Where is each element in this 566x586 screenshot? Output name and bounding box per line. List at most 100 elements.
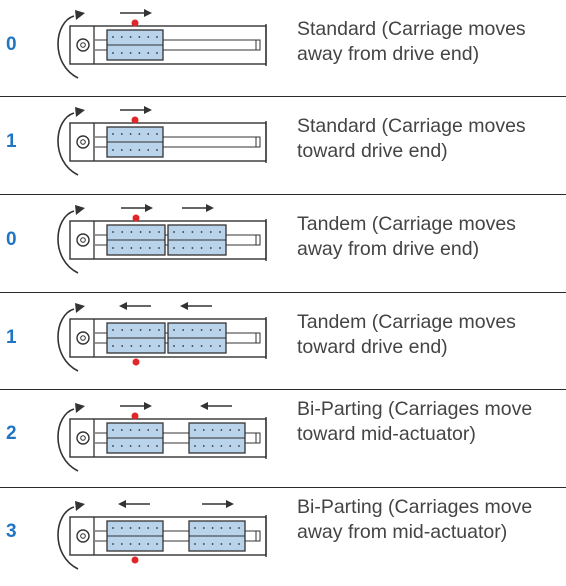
carriage-bolt: [138, 36, 141, 38]
carriage-bolt: [129, 543, 132, 545]
orientation-option: 2 Bi-Parting (Carriages move toward mid-a…: [0, 390, 566, 488]
carriage-bolt: [129, 52, 132, 54]
carriage-bolt: [220, 445, 223, 447]
carriage-bolt: [120, 36, 123, 38]
carriage-bolt: [138, 445, 141, 447]
arrow-head: [144, 402, 152, 410]
carriage-bolt: [147, 36, 150, 38]
rotation-arc: [57, 210, 79, 274]
reference-marker: [132, 358, 140, 366]
carriage-bolt: [112, 231, 114, 233]
carriage-bolt: [129, 133, 132, 135]
motion-arrow-right-1: [120, 9, 152, 17]
motion-arrow-left-1: [119, 302, 151, 310]
rotation-arc: [57, 15, 79, 79]
idler-end-block: [255, 136, 261, 148]
carriage-bolt: [112, 345, 114, 347]
carriage-bolt: [138, 133, 141, 135]
carriage-bolt: [202, 445, 205, 447]
row-divider: [0, 292, 566, 293]
carriage-bolt: [182, 345, 185, 347]
carriage-bolt: [130, 231, 133, 233]
orientation-code: 1: [6, 327, 17, 348]
rotation-arrowhead: [75, 10, 85, 20]
motion-arrow-right-2: [202, 500, 234, 508]
carriage-bolt: [112, 52, 114, 54]
carriage-bolt: [173, 247, 175, 249]
carriage-2: [167, 224, 227, 256]
carriage-bolt: [120, 429, 123, 431]
idler-end-block: [255, 39, 261, 51]
rotation-arrowhead: [75, 403, 85, 413]
carriage-bolt: [191, 247, 194, 249]
carriage-1: [106, 224, 166, 256]
carriage-bolt: [156, 149, 158, 151]
carriage-bolt: [138, 52, 141, 54]
motion-arrow-right-1: [120, 402, 152, 410]
carriage-bolt: [191, 345, 194, 347]
actuator-diagram: [57, 302, 267, 372]
drive-pulley-icon: [76, 233, 90, 247]
carriage-bolt: [194, 527, 196, 529]
orientation-description: Bi-Parting (Carriages move toward mid-ac…: [297, 398, 533, 445]
carriage-bolt: [147, 543, 150, 545]
carriage-bolt: [202, 527, 205, 529]
carriage-bolt: [229, 543, 232, 545]
drive-shaft: [80, 533, 86, 539]
carriage-bolt: [158, 247, 160, 249]
carriage-bolt: [209, 329, 212, 331]
orientation-option: 1 Tandem (Carriage moves toward drive end…: [0, 293, 566, 391]
orientation-description: Standard (Carriage moves away from drive…: [297, 18, 526, 65]
carriage-bolt: [156, 429, 158, 431]
row-divider: [0, 194, 566, 195]
drive-pulley-icon: [76, 135, 90, 149]
carriage-bolt: [219, 231, 221, 233]
carriage-bolt: [120, 52, 123, 54]
carriage-bolt: [120, 543, 123, 545]
carriage-bolt: [147, 527, 150, 529]
carriage-bolt: [173, 345, 175, 347]
carriage-bolt: [173, 231, 175, 233]
orientation-code: 2: [6, 423, 17, 444]
rotation-arc: [57, 112, 79, 176]
carriage-bolt: [182, 247, 185, 249]
carriage-2: [188, 422, 246, 454]
carriage-bolt: [229, 445, 232, 447]
carriage-bolt: [112, 247, 114, 249]
carriage-bolt: [112, 527, 114, 529]
carriage-bolt: [229, 527, 232, 529]
orientation-description: Tandem (Carriage moves toward drive end): [297, 311, 516, 358]
carriage-bolt: [211, 543, 214, 545]
orientation-code: 0: [6, 34, 17, 55]
carriage-bolt: [112, 329, 114, 331]
carriage-bolt: [211, 429, 214, 431]
carriage-bolt: [191, 329, 194, 331]
carriage-bolt: [158, 345, 160, 347]
carriage-bolt: [121, 345, 124, 347]
carriage-bolt: [112, 543, 114, 545]
arrow-head: [200, 402, 208, 410]
carriage-bolt: [129, 36, 132, 38]
actuator-diagram: [57, 204, 267, 274]
carriage-bolt: [194, 543, 196, 545]
carriage-bolt: [120, 133, 123, 135]
rotation-arrowhead: [75, 501, 85, 511]
carriage-1: [106, 322, 166, 354]
actuator-body: [69, 25, 267, 65]
carriage-bolt: [112, 445, 114, 447]
carriage-bolt: [138, 149, 141, 151]
carriage-bolt: [147, 149, 150, 151]
carriage-1: [106, 520, 164, 552]
carriage-bolt: [121, 247, 124, 249]
drive-shaft: [80, 435, 86, 441]
carriage-bolt: [202, 429, 205, 431]
actuator-diagram: [57, 9, 267, 79]
carriage-1: [106, 422, 164, 454]
drive-shaft: [80, 237, 86, 243]
motion-arrow-left-2: [200, 402, 232, 410]
rotation-arrowhead: [75, 107, 85, 117]
carriage-bolt: [120, 149, 123, 151]
